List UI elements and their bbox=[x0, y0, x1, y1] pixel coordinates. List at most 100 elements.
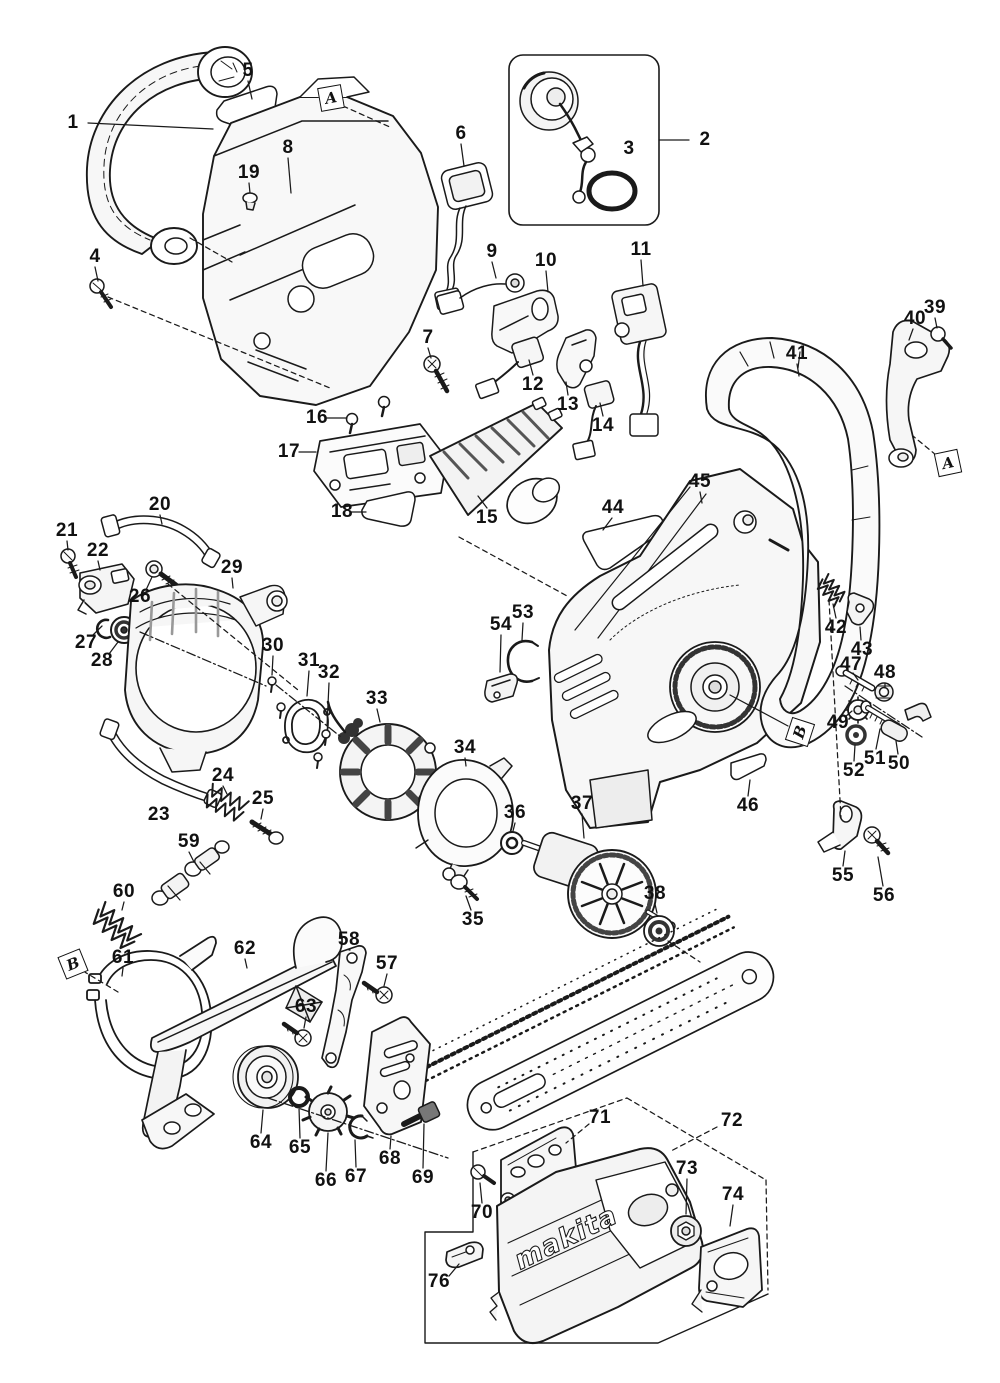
leader-line-74 bbox=[729, 1204, 734, 1227]
clip-part-67 bbox=[348, 1114, 374, 1140]
o-ring-part-3 bbox=[586, 170, 638, 212]
clip-part-53 bbox=[506, 639, 540, 683]
leader-line-19 bbox=[248, 182, 251, 194]
bolt-part-26 bbox=[145, 560, 179, 589]
leader-line-9 bbox=[491, 261, 497, 279]
leader-line-box72-right1 bbox=[626, 1097, 767, 1181]
leader-line-47-axis bbox=[844, 685, 923, 738]
leader-line-4 bbox=[94, 266, 99, 282]
motor-bracket-part-29 bbox=[124, 583, 288, 773]
leader-line-12 bbox=[528, 359, 534, 376]
guide-plate-part-68 bbox=[363, 1016, 431, 1136]
leader-line-40 bbox=[908, 328, 914, 341]
latch-part-54 bbox=[484, 673, 519, 703]
leader-line-64-axis bbox=[267, 1097, 449, 1159]
leader-line-52 bbox=[853, 744, 856, 762]
oil-cap-box-group bbox=[508, 54, 660, 226]
bearing-part-38 bbox=[643, 915, 675, 947]
nut-part-73 bbox=[670, 1215, 702, 1247]
leader-line-39 bbox=[934, 317, 938, 329]
leader-line-36 bbox=[512, 822, 516, 832]
label-part-46 bbox=[730, 753, 767, 781]
leader-line-53 bbox=[521, 622, 524, 641]
controller-part-15 bbox=[429, 396, 563, 525]
spring-part-60 bbox=[92, 900, 143, 950]
leader-line-8 bbox=[287, 157, 292, 194]
leader-line-A-top bbox=[342, 105, 393, 129]
saw-chain-part bbox=[418, 907, 735, 1083]
screw-part-4 bbox=[89, 278, 113, 309]
spring-part-24 bbox=[205, 782, 250, 822]
tube-part-23 bbox=[99, 718, 223, 808]
leader-line-1 bbox=[87, 122, 214, 130]
leader-line-32 bbox=[326, 682, 330, 727]
leader-line-56 bbox=[877, 856, 884, 887]
leader-line-1-axis bbox=[189, 237, 233, 263]
leader-line-box72-right2 bbox=[765, 1179, 769, 1291]
board-part-17 bbox=[313, 423, 448, 508]
housing-left-part bbox=[202, 76, 439, 406]
leader-line-67 bbox=[354, 1139, 357, 1168]
wire-part-9 bbox=[436, 273, 525, 315]
screw-part-63 bbox=[281, 1021, 312, 1047]
leader-line-55 bbox=[842, 850, 846, 867]
leader-line-26-axis bbox=[167, 583, 299, 691]
leader-line-51 bbox=[875, 728, 881, 750]
linkage-part-59 bbox=[151, 840, 230, 906]
leader-line-44 bbox=[602, 517, 613, 531]
brake-band-part-61 bbox=[86, 935, 217, 1080]
leader-line-43 bbox=[859, 626, 862, 641]
leader-line-66 bbox=[325, 1132, 329, 1172]
leader-line-76 bbox=[448, 1263, 460, 1277]
bushing-part-52 bbox=[845, 724, 867, 746]
housing-right-part bbox=[548, 468, 821, 829]
leader-line-46 bbox=[747, 779, 751, 797]
leader-line-71 bbox=[565, 1123, 590, 1144]
leader-line-20 bbox=[159, 514, 163, 525]
leader-line-13 bbox=[565, 381, 569, 396]
leader-line-35 bbox=[465, 895, 472, 911]
screw-part-70 bbox=[470, 1164, 496, 1185]
switch-part-11 bbox=[611, 283, 667, 437]
screws-part-30 bbox=[267, 676, 286, 719]
leader-line-15 bbox=[477, 495, 488, 509]
leader-line-57 bbox=[383, 973, 388, 987]
cover-plate-part-74 bbox=[691, 1227, 763, 1313]
pin-part-47 bbox=[835, 665, 876, 692]
cover-part-6 bbox=[434, 161, 494, 311]
cap-part-19 bbox=[242, 192, 258, 211]
leader-line-41 bbox=[796, 363, 800, 377]
screw-part-35 bbox=[450, 874, 479, 901]
rotor-part-37 bbox=[521, 831, 676, 939]
leader-line-15-axis bbox=[458, 536, 570, 598]
leader-line-34 bbox=[464, 757, 467, 767]
leader-line-11 bbox=[640, 259, 644, 287]
sprocket-cover-part-72: makita bbox=[489, 1147, 704, 1344]
leader-line-59 bbox=[188, 851, 195, 863]
leader-line-42 bbox=[832, 603, 837, 619]
leader-line-box72-top bbox=[472, 1097, 628, 1153]
leader-line-A-right bbox=[912, 435, 937, 456]
brake-lever-part-62 bbox=[141, 916, 343, 1150]
oil-pump-part-22 bbox=[77, 563, 135, 615]
leader-line-61 bbox=[121, 967, 124, 977]
switch-part-14 bbox=[572, 380, 615, 461]
leader-line-70 bbox=[479, 1182, 483, 1204]
lever-part-76 bbox=[445, 1241, 484, 1269]
cap-part-50 bbox=[880, 702, 932, 742]
leader-line-B-left bbox=[82, 970, 119, 993]
screw-part-21 bbox=[60, 548, 80, 579]
leader-line-7 bbox=[427, 347, 432, 359]
leader-line-28-axis bbox=[139, 631, 267, 687]
label-part-18 bbox=[361, 491, 416, 527]
leader-lines-layer bbox=[66, 80, 938, 1291]
gasket-part-31 bbox=[282, 698, 331, 754]
leader-line-4-axis bbox=[107, 296, 331, 389]
leader-line-73 bbox=[685, 1178, 688, 1215]
leader-line-38-axis bbox=[667, 940, 701, 963]
leader-line-37 bbox=[581, 813, 585, 839]
leader-line-60 bbox=[121, 901, 125, 911]
front-handle-part bbox=[85, 46, 253, 265]
clutch-drum-part-64 bbox=[232, 1045, 299, 1109]
